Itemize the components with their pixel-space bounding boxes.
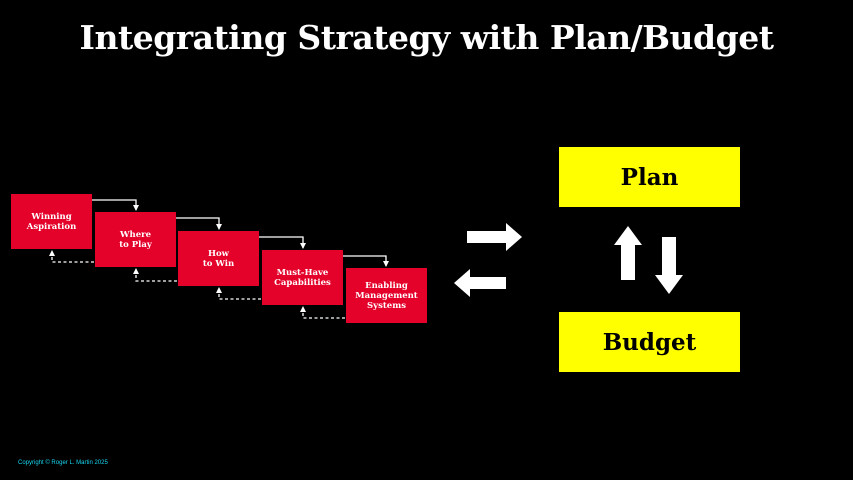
cascade-step-winning-aspiration: Winning Aspiration: [11, 194, 92, 249]
up-arrow-icon: [614, 226, 642, 280]
forward-arrow-1: [92, 199, 139, 211]
feedback-connectors: [49, 250, 345, 319]
left-arrow-icon: [454, 269, 506, 297]
down-arrow-icon: [655, 237, 683, 294]
budget-box: Budget: [559, 312, 740, 372]
forward-connectors: [92, 199, 389, 267]
cascade-step-enabling-management-systems: Enabling Management Systems: [346, 268, 427, 323]
feedback-arrow-4: [300, 306, 345, 319]
feedback-arrow-1: [49, 250, 94, 263]
cascade-step-must-have-capabilities: Must-Have Capabilities: [262, 250, 343, 305]
forward-arrow-2: [176, 217, 222, 230]
cascade-step-where-to-play: Where to Play: [95, 212, 176, 267]
right-arrow-icon: [467, 223, 522, 251]
cascade-step-how-to-win: How to Win: [178, 231, 259, 286]
feedback-arrow-3: [216, 287, 261, 300]
feedback-arrow-2: [133, 268, 177, 282]
copyright-notice: Copyright © Roger L. Martin 2025: [18, 460, 108, 466]
plan-box: Plan: [559, 147, 740, 207]
page-title: Integrating Strategy with Plan/Budget: [79, 18, 774, 57]
forward-arrow-3: [259, 236, 306, 249]
forward-arrow-4: [343, 255, 389, 267]
